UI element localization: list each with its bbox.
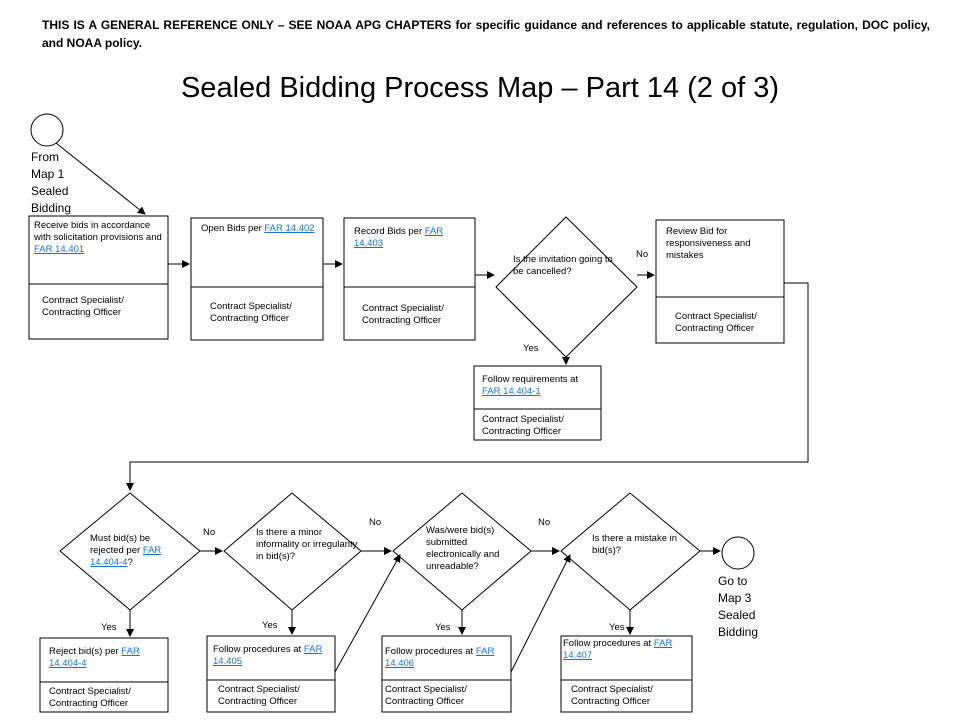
page-title: Sealed Bidding Process Map – Part 14 (2 …	[180, 72, 780, 104]
far-14-403-link[interactable]: FAR 14.403	[354, 226, 444, 249]
follow-406-role: Contract Specialist/ Contracting Officer	[385, 684, 467, 707]
reject-bids-text: Reject bid(s) per FAR 14.404-4	[49, 646, 154, 670]
far-14-406-link[interactable]: FAR 14.406	[385, 646, 495, 669]
cancel-decision-text: Is the invitation going to be cancelled?	[513, 254, 613, 277]
follow-cancel-box	[473, 365, 602, 441]
follow-407-role: Contract Specialist/ Contracting Officer	[571, 684, 653, 707]
cancel-no-label: No	[636, 249, 649, 260]
minor-no-label: No	[369, 517, 382, 528]
record-bids-label: Record Bids per	[354, 226, 423, 237]
open-bids-box	[190, 217, 324, 341]
start-connector-label: From Map 1 Sealed Bidding	[31, 150, 72, 215]
electronic-yes-label: Yes	[435, 622, 451, 633]
follow-406-text: Follow procedures at FAR 14.406	[385, 646, 500, 670]
electronic-decision-text: Was/were bid(s) submitted electronically…	[426, 525, 500, 572]
open-bids-role: Contract Specialist/ Contracting Officer	[210, 301, 292, 324]
minor-yes-label: Yes	[262, 620, 278, 631]
review-bid-role: Contract Specialist/ Contracting Officer	[675, 311, 757, 334]
follow-407-box	[560, 635, 693, 713]
must-reject-decision-text: Must bid(s) be rejected per FAR 14.404-4…	[90, 533, 180, 569]
must-reject-suffix: ?	[127, 557, 133, 568]
follow-405-text: Follow procedures at FAR 14.405	[213, 644, 328, 668]
end-connector-label: Go to Map 3 Sealed Bidding	[718, 574, 759, 639]
open-bids-label: Open Bids per	[201, 223, 262, 234]
cancel-decision	[495, 216, 638, 358]
far-14-407-link[interactable]: FAR 14.407	[563, 638, 673, 661]
mistake-yes-label: Yes	[609, 622, 625, 633]
receive-bids-box	[28, 215, 169, 340]
far-14-404-1-link[interactable]: FAR 14.404-1	[482, 386, 541, 397]
open-bids-text: Open Bids per FAR 14.402	[201, 223, 316, 235]
must-reject-label: Must bid(s) be rejected per	[90, 533, 151, 556]
far-14-404-4-link[interactable]: FAR 14.404-4	[90, 545, 162, 568]
far-14-405-link[interactable]: FAR 14.405	[213, 644, 323, 667]
follow-405-label: Follow procedures at	[213, 644, 302, 655]
review-bid-box	[655, 219, 785, 344]
disclaimer-text: THIS IS A GENERAL REFERENCE ONLY – SEE N…	[42, 18, 930, 50]
far-14-404-4-link-box[interactable]: FAR 14.404-4	[49, 646, 140, 669]
mistake-decision-text: Is there a mistake in bid(s)?	[592, 533, 678, 556]
electronic-no-label: No	[538, 517, 551, 528]
follow-cancel-text: Follow requirements at FAR 14.404-1	[482, 374, 597, 398]
record-bids-role: Contract Specialist/ Contracting Officer	[362, 303, 444, 326]
follow-406-box	[381, 635, 512, 713]
follow-cancel-label: Follow requirements at	[482, 374, 579, 385]
record-bids-text: Record Bids per FAR 14.403	[354, 226, 469, 250]
receive-bids-text: Receive bids in accordance with solicita…	[34, 220, 164, 256]
far-14-402-link[interactable]: FAR 14.402	[264, 223, 315, 234]
follow-405-box	[206, 635, 336, 713]
receive-bids-role: Contract Specialist/ Contracting Officer	[42, 295, 124, 318]
end-connector	[721, 536, 755, 570]
review-bid-text: Review Bid for responsiveness and mistak…	[666, 226, 751, 261]
follow-406-label: Follow procedures at	[385, 646, 474, 657]
follow-407-text: Follow procedures at FAR 14.407	[563, 638, 678, 662]
cancel-yes-label: Yes	[523, 343, 539, 354]
far-14-401-link[interactable]: FAR 14.401	[34, 244, 85, 255]
receive-bids-label: Receive bids in accordance with solicita…	[34, 220, 162, 243]
record-bids-box	[343, 217, 476, 341]
follow-405-role: Contract Specialist/ Contracting Officer	[218, 684, 300, 707]
start-connector	[30, 113, 64, 147]
follow-407-label: Follow procedures at	[563, 638, 652, 649]
must-reject-yes-label: Yes	[101, 622, 117, 633]
must-reject-no-label: No	[203, 527, 216, 538]
reject-bids-box	[39, 637, 169, 713]
follow-cancel-role: Contract Specialist/ Contracting Officer	[482, 414, 564, 437]
reject-bids-role: Contract Specialist/ Contracting Officer	[49, 686, 131, 709]
minor-informality-text: Is there a minor informality or irregula…	[256, 527, 358, 562]
reject-bids-label: Reject bid(s) per	[49, 646, 119, 657]
